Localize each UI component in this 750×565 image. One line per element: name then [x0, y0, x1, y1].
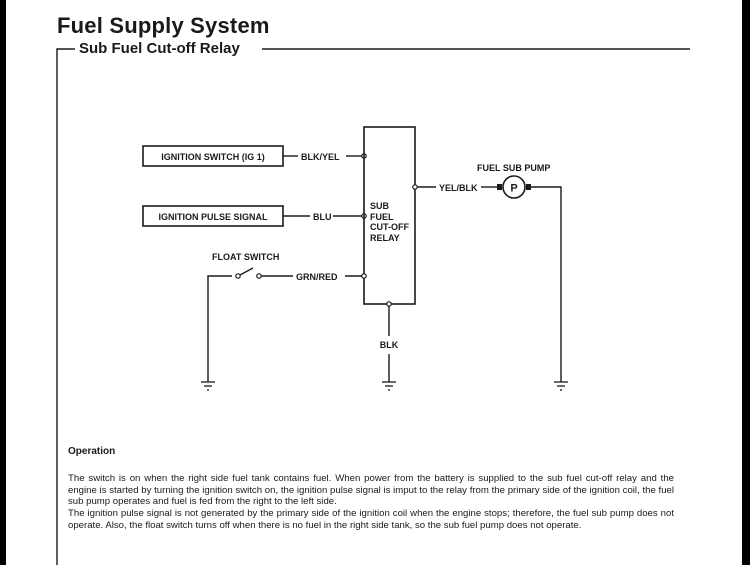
operation-paragraph-2: The ignition pulse signal is not generat… [68, 508, 674, 531]
ignition-pulse-component: IGNITION PULSE SIGNAL BLU [142, 205, 367, 227]
fuel-sub-pump-label: FUEL SUB PUMP [477, 163, 550, 173]
sub-fuel-cutoff-relay: SUB FUEL CUT-OFF RELAY [363, 126, 416, 305]
page-title: Fuel Supply System [57, 13, 270, 38]
pump-symbol: P [510, 183, 517, 195]
scan-edge-left [0, 0, 6, 565]
ground-symbol-relay [382, 381, 396, 391]
wire-pump-ground [531, 186, 562, 382]
ground-symbol-float [201, 381, 215, 391]
operation-heading: Operation [68, 446, 116, 457]
ground-symbol-pump [554, 381, 568, 391]
relay-terminal-pump [412, 184, 418, 190]
wire-label-yel-blk: YEL/BLK [439, 183, 478, 193]
pump-connector-right [526, 184, 531, 190]
pump-circle [502, 175, 526, 199]
relay-ground-component: BLK [380, 301, 399, 391]
operation-paragraph-1: The switch is on when the right side fue… [68, 473, 674, 508]
ignition-switch-component: IGNITION SWITCH (IG 1) BLK/YEL [142, 145, 367, 167]
float-switch-component: FLOAT SWITCH GRN/RED [201, 252, 367, 391]
pump-connector-left [497, 184, 502, 190]
relay-label-line-2: FUEL [370, 212, 394, 222]
wire-label-blk: BLK [380, 340, 399, 350]
ignition-switch-label: IGNITION SWITCH (IG 1) [161, 152, 265, 162]
float-switch-contact-left [235, 273, 241, 279]
operation-description: The switch is on when the right side fue… [68, 473, 674, 532]
float-switch-contact-right [256, 273, 262, 279]
relay-terminal-ground [386, 301, 392, 307]
relay-label-line-4: RELAY [370, 233, 400, 243]
float-switch-label: FLOAT SWITCH [212, 252, 279, 262]
float-switch-blade [239, 267, 254, 276]
fuel-sub-pump-component: YEL/BLK P FUEL SUB PUMP [412, 163, 568, 391]
section-title: Sub Fuel Cut-off Relay [79, 40, 240, 57]
scan-edge-right [742, 0, 750, 565]
section-frame [56, 48, 690, 565]
float-switch-ground-wire [207, 275, 232, 382]
relay-label-line-3: CUT-OFF [370, 222, 409, 232]
relay-terminal-float [361, 273, 367, 279]
wire-label-grn-red: GRN/RED [296, 272, 338, 282]
ignition-pulse-label: IGNITION PULSE SIGNAL [158, 212, 268, 222]
wire-label-blu: BLU [313, 212, 332, 222]
wire-label-blk-yel: BLK/YEL [301, 152, 340, 162]
relay-label-line-1: SUB [370, 201, 390, 211]
